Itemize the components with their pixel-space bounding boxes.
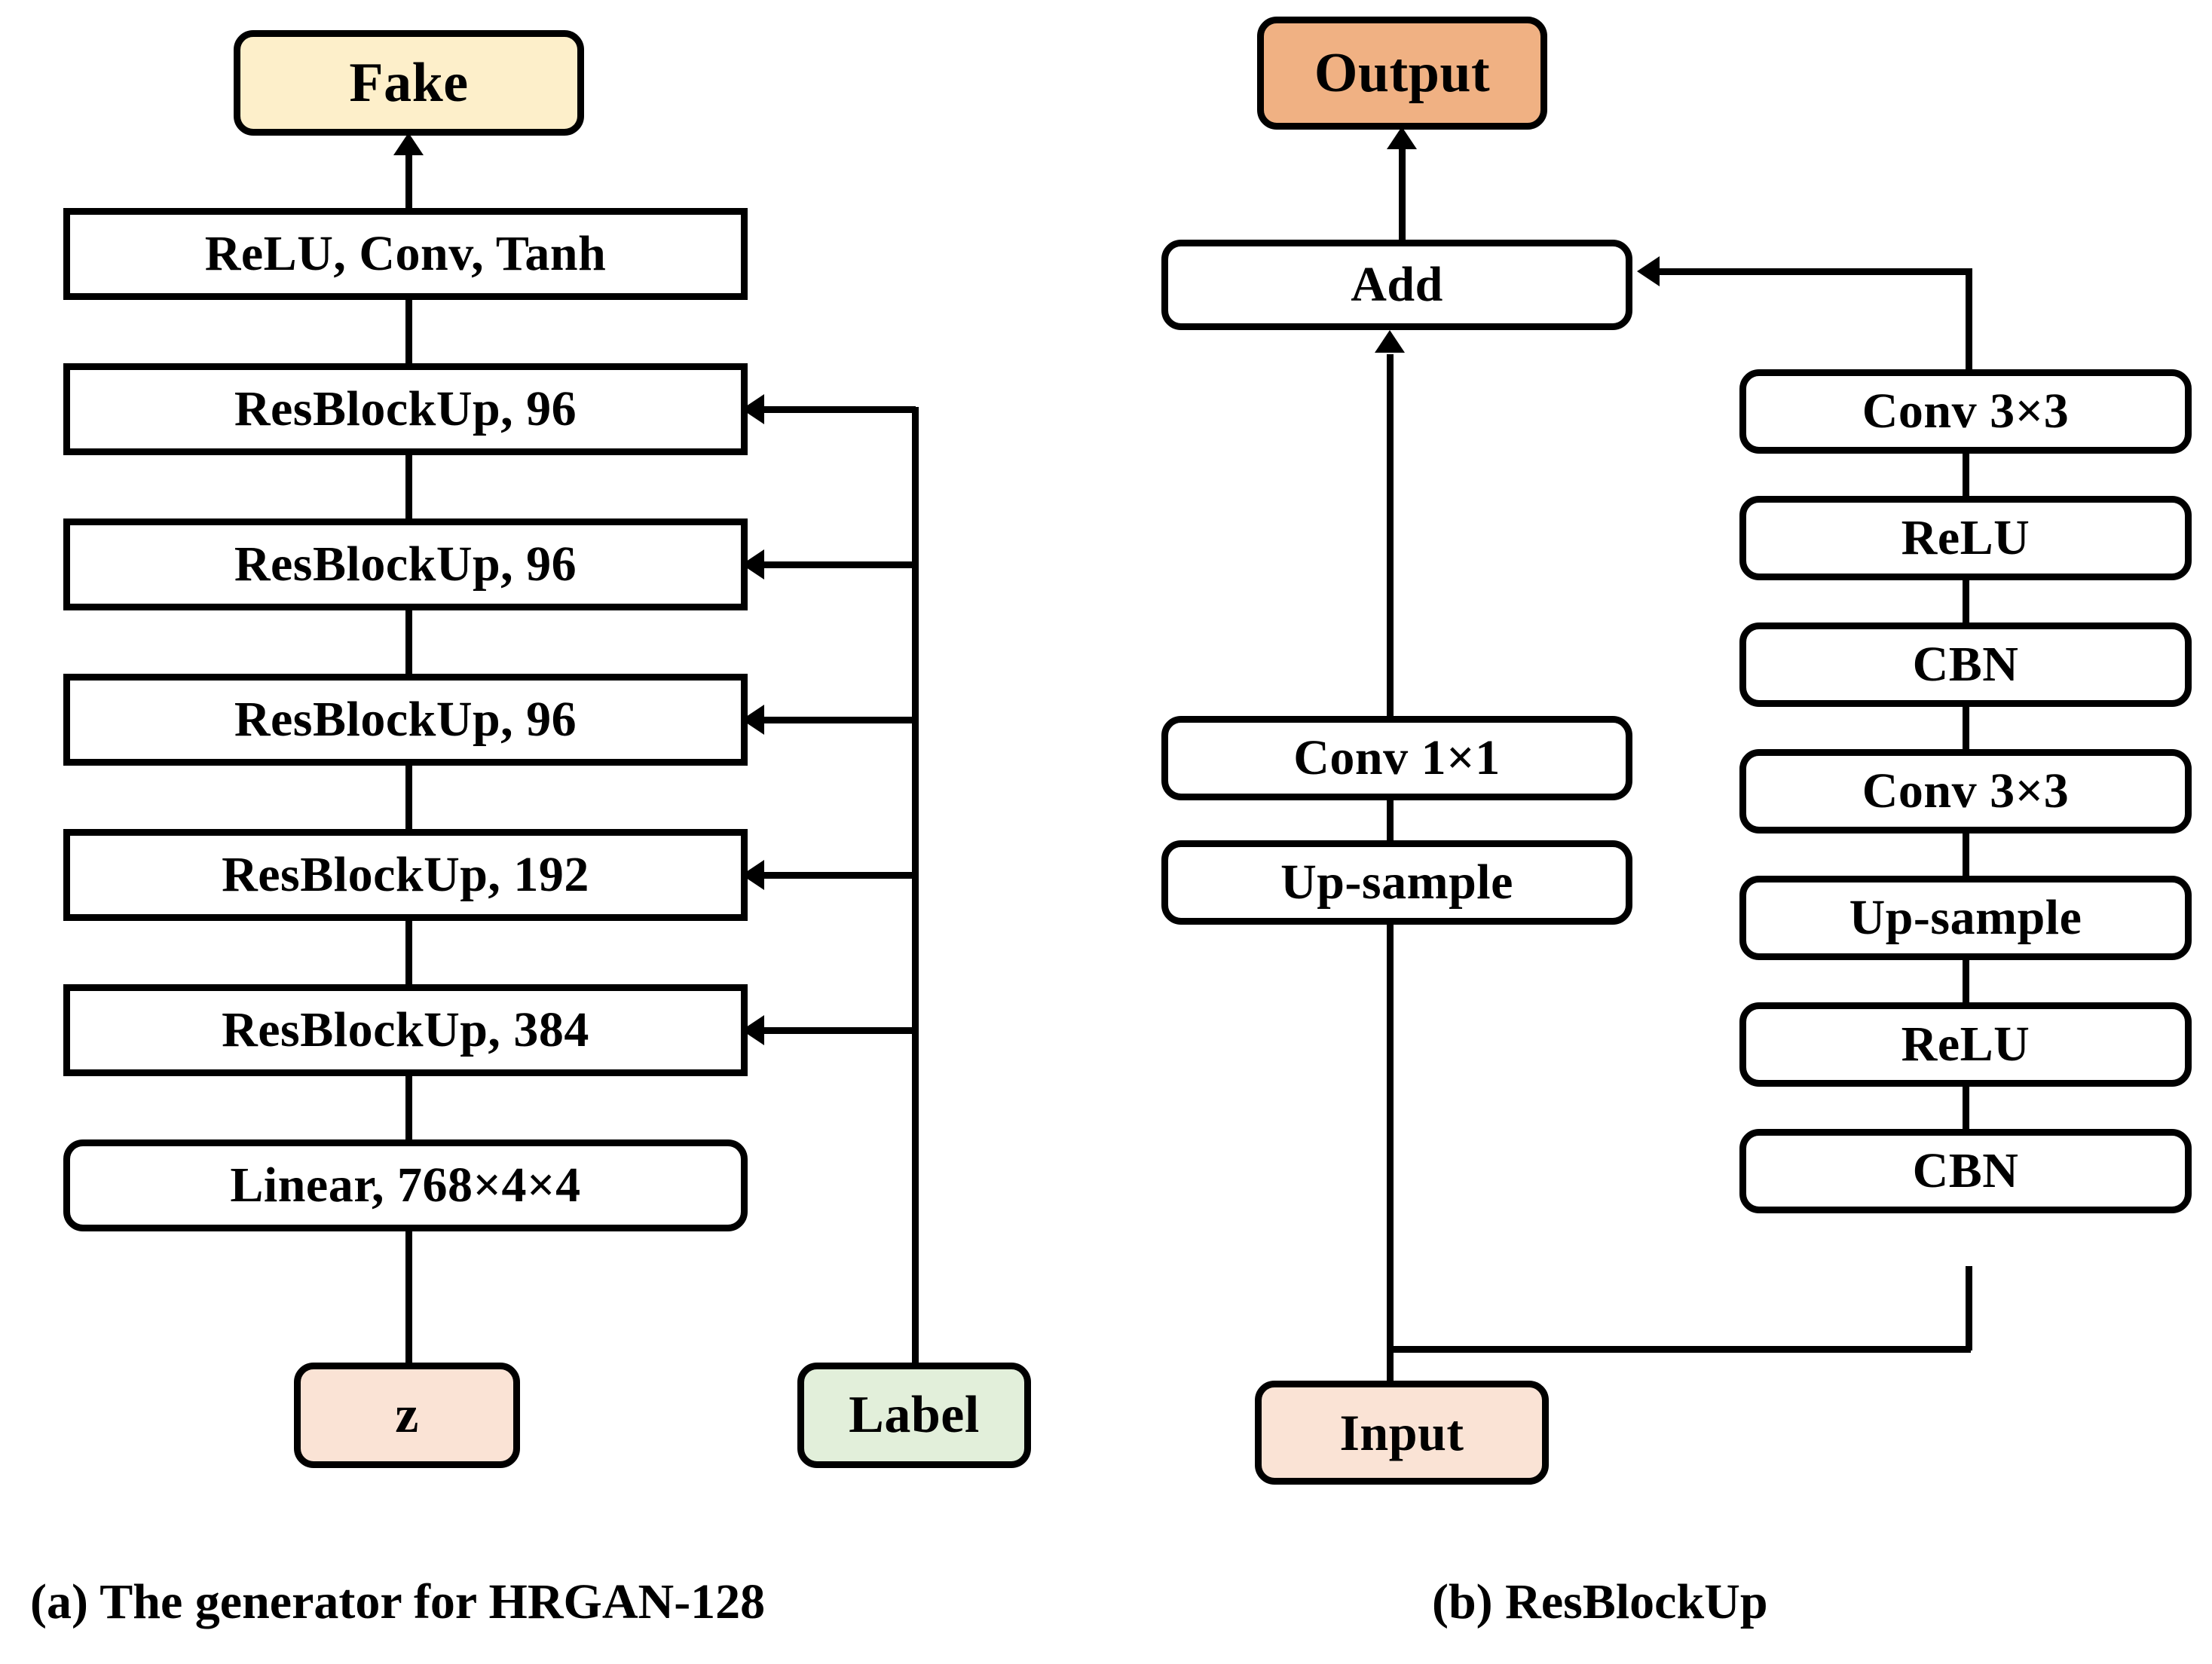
node-resblockup-5[interactable]: ResBlockUp, 384 — [63, 984, 748, 1076]
arrowhead-label-to-rb5 — [742, 1015, 764, 1045]
edge-rb3-to-rb2 — [405, 604, 412, 677]
node-conv3x3-top[interactable]: Conv 3×3 — [1739, 369, 2192, 454]
node-conv3x3-bottom-label: Conv 3×3 — [1862, 763, 2070, 818]
node-resblockup-5-label: ResBlockUp, 384 — [222, 1002, 589, 1057]
edge-rb2-to-rb1 — [405, 449, 412, 522]
node-input[interactable]: Input — [1255, 1381, 1549, 1485]
node-resblockup-1-label: ResBlockUp, 96 — [234, 381, 577, 436]
node-resblockup-3-label: ResBlockUp, 96 — [234, 692, 577, 747]
node-relu-conv-tanh-label: ReLU, Conv, Tanh — [204, 226, 607, 281]
edge-label-to-rb2 — [761, 561, 916, 568]
node-z[interactable]: z — [294, 1363, 520, 1468]
edge-rb4-to-rb3 — [405, 760, 412, 832]
edge-conv3x3-bottom-to-cbn-top — [1963, 702, 1969, 754]
node-fake[interactable]: Fake — [234, 30, 584, 136]
edge-cbn-bottom-to-relu-bottom — [1963, 1081, 1969, 1134]
node-resblockup-2[interactable]: ResBlockUp, 96 — [63, 518, 748, 610]
node-resblockup-4[interactable]: ResBlockUp, 192 — [63, 829, 748, 921]
edge-label-to-rb3 — [761, 717, 916, 723]
node-linear-label: Linear, 768×4×4 — [230, 1158, 581, 1213]
edge-upsample-to-conv1x1 — [1387, 795, 1394, 848]
edge-z-to-linear — [405, 1225, 412, 1366]
node-resblockup-4-label: ResBlockUp, 192 — [222, 847, 589, 902]
node-upsample-main[interactable]: Up-sample — [1739, 876, 2192, 960]
node-label-label: Label — [849, 1386, 980, 1444]
node-upsample-shortcut[interactable]: Up-sample — [1161, 840, 1632, 925]
node-conv1x1-label: Conv 1×1 — [1293, 730, 1501, 785]
edge-residual-bottom-riser — [1966, 1266, 1972, 1350]
edge-cbn-top-to-relu-top — [1963, 575, 1969, 628]
edge-upsample-main-to-conv3x3-bottom — [1963, 828, 1969, 881]
edge-rb5-to-rb4 — [405, 915, 412, 987]
edge-linear-to-rb5 — [405, 1070, 412, 1142]
edge-residual-to-add — [1658, 268, 1972, 275]
node-upsample-main-label: Up-sample — [1849, 890, 2082, 945]
edge-shortcut-to-add — [1387, 354, 1394, 723]
node-conv3x3-top-label: Conv 3×3 — [1862, 384, 2070, 439]
arrowhead-label-to-rb3 — [742, 705, 764, 735]
arrowhead-residual-to-add — [1637, 256, 1660, 286]
arrowhead-relu-to-fake — [393, 133, 424, 155]
node-z-label: z — [395, 1386, 419, 1444]
node-relu-conv-tanh[interactable]: ReLU, Conv, Tanh — [63, 208, 748, 300]
caption-panel-b: (b) ResBlockUp — [1432, 1574, 1768, 1629]
node-add[interactable]: Add — [1161, 240, 1632, 330]
node-upsample-shortcut-label: Up-sample — [1280, 855, 1513, 910]
edge-relu-top-to-conv3x3-top — [1963, 448, 1969, 501]
edge-input-to-shortcut — [1387, 919, 1394, 1387]
node-cbn-top[interactable]: CBN — [1739, 622, 2192, 707]
node-resblockup-3[interactable]: ResBlockUp, 96 — [63, 674, 748, 766]
arrowhead-label-to-rb4 — [742, 860, 764, 890]
node-relu-bottom[interactable]: ReLU — [1739, 1002, 2192, 1087]
edge-label-to-rb1 — [761, 406, 916, 413]
node-fake-label: Fake — [349, 51, 469, 114]
node-resblockup-2-label: ResBlockUp, 96 — [234, 537, 577, 592]
node-output-label: Output — [1314, 41, 1491, 104]
node-relu-top[interactable]: ReLU — [1739, 496, 2192, 580]
arrowhead-add-to-output — [1387, 127, 1417, 149]
edge-rb1-to-relu — [405, 294, 412, 366]
arrowhead-label-to-rb1 — [742, 394, 764, 424]
node-cbn-bottom[interactable]: CBN — [1739, 1129, 2192, 1213]
node-linear[interactable]: Linear, 768×4×4 — [63, 1139, 748, 1231]
edge-label-spine — [912, 407, 919, 1366]
edge-relu-bottom-to-upsample-main — [1963, 955, 1969, 1008]
edge-input-to-residual — [1387, 1346, 1971, 1353]
arrowhead-label-to-rb2 — [742, 549, 764, 580]
caption-panel-a: (a) The generator for HRGAN-128 — [30, 1574, 766, 1629]
node-relu-top-label: ReLU — [1901, 510, 2030, 565]
arrowhead-shortcut-to-add — [1375, 330, 1405, 353]
edge-relu-to-fake — [405, 151, 412, 219]
edge-label-to-rb4 — [761, 872, 916, 879]
node-relu-bottom-label: ReLU — [1901, 1017, 2030, 1072]
node-cbn-top-label: CBN — [1912, 637, 2019, 692]
node-input-label: Input — [1339, 1403, 1464, 1461]
node-conv1x1[interactable]: Conv 1×1 — [1161, 716, 1632, 800]
node-conv3x3-bottom[interactable]: Conv 3×3 — [1739, 749, 2192, 834]
node-add-label: Add — [1351, 257, 1443, 312]
node-label[interactable]: Label — [797, 1363, 1031, 1468]
edge-add-to-output — [1399, 145, 1406, 243]
node-resblockup-1[interactable]: ResBlockUp, 96 — [63, 363, 748, 455]
edge-label-to-rb5 — [761, 1027, 916, 1034]
node-cbn-bottom-label: CBN — [1912, 1143, 2019, 1198]
node-output[interactable]: Output — [1257, 17, 1547, 130]
edge-residual-riser — [1966, 268, 1972, 374]
